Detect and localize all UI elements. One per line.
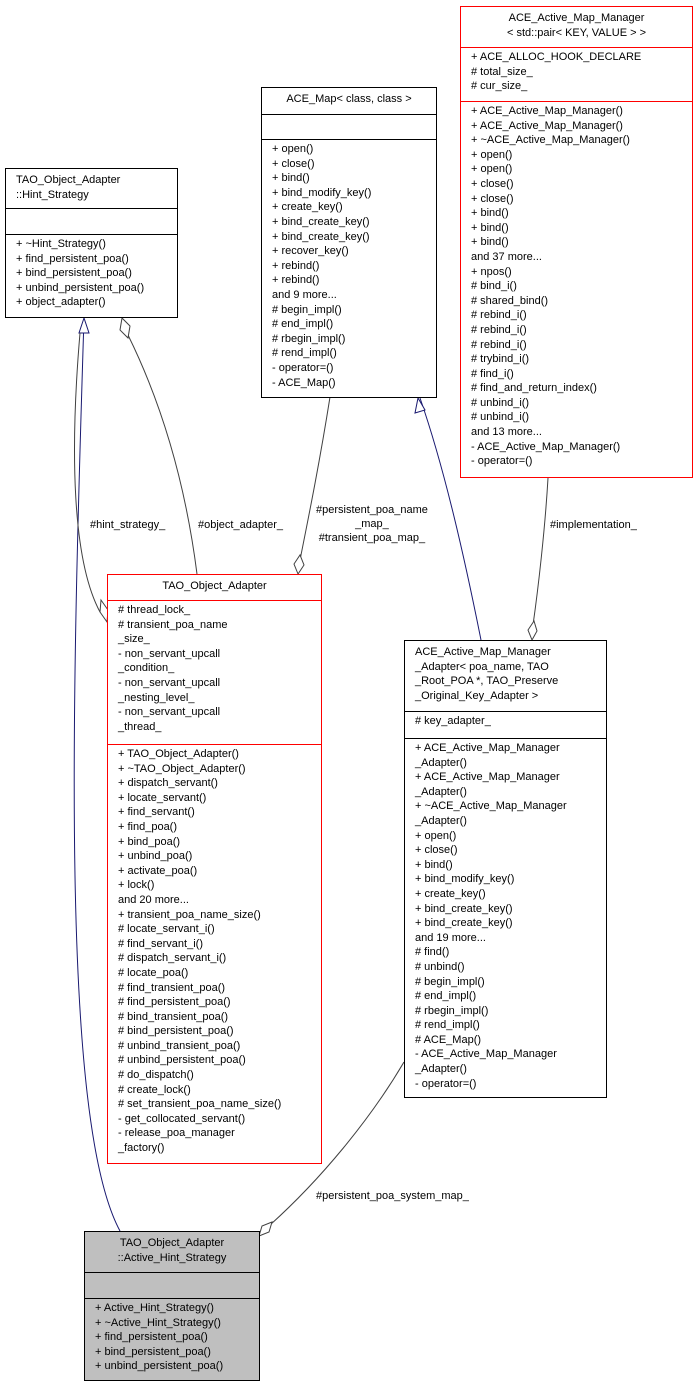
class-map-manager-adapter[interactable]: ACE_Active_Map_Manager _Adapter< poa_nam… — [404, 640, 607, 1098]
usage-edge-hint-strategy — [74, 332, 101, 613]
edge-label-object-adapter: #object_adapter_ — [198, 519, 284, 531]
class-attributes — [6, 208, 177, 234]
class-attributes: + ACE_ALLOC_HOOK_DECLARE # total_size_ #… — [461, 47, 692, 101]
class-ace-map[interactable]: ACE_Map< class, class > + open() + close… — [261, 87, 437, 398]
usage-edge-implementation — [532, 477, 549, 626]
class-attributes: # thread_lock_ # transient_poa_name _siz… — [108, 600, 321, 744]
class-title: ACE_Map< class, class > — [286, 93, 412, 105]
class-methods: + Active_Hint_Strategy() + ~Active_Hint_… — [85, 1298, 259, 1374]
diamond-implementation — [527, 619, 538, 642]
class-attributes: # key_adapter_ — [405, 711, 606, 738]
class-hint-strategy[interactable]: TAO_Object_Adapter ::Hint_Strategy + ~Hi… — [5, 168, 178, 318]
class-title: ACE_Active_Map_Manager _Adapter< poa_nam… — [415, 646, 559, 702]
usage-edge-poa-maps — [299, 396, 331, 561]
class-title: TAO_Object_Adapter ::Hint_Strategy — [16, 174, 121, 201]
diamond-poa-maps — [293, 553, 305, 576]
class-object-adapter[interactable]: TAO_Object_Adapter # thread_lock_ # tran… — [107, 574, 322, 1164]
inheritance-arrow-ace-map — [414, 396, 426, 414]
class-title: TAO_Object_Adapter — [162, 580, 267, 592]
edge-label-hint-strategy: #hint_strategy_ — [90, 519, 166, 531]
class-methods: + open() + close() + bind() + bind_modif… — [262, 139, 436, 390]
class-active-map-manager[interactable]: ACE_Active_Map_Manager < std::pair< KEY,… — [460, 6, 693, 478]
class-methods: + ACE_Active_Map_Manager() + ACE_Active_… — [461, 101, 692, 469]
inheritance-edge-ace-map — [419, 397, 482, 641]
class-title: ACE_Active_Map_Manager < std::pair< KEY,… — [506, 12, 646, 39]
usage-edge-object-adapter — [127, 334, 198, 575]
class-active-hint-strategy[interactable]: TAO_Object_Adapter ::Active_Hint_Strateg… — [84, 1231, 260, 1381]
class-methods: + TAO_Object_Adapter() + ~TAO_Object_Ada… — [108, 744, 321, 1156]
diamond-object-adapter — [119, 316, 131, 340]
class-attributes — [85, 1272, 259, 1298]
edge-label-system-map: #persistent_poa_system_map_ — [316, 1190, 469, 1202]
inheritance-edge-hint-strategy — [73, 317, 121, 1232]
inheritance-arrow-hint-strategy — [78, 316, 90, 334]
class-methods: + ACE_Active_Map_Manager _Adapter() + AC… — [405, 738, 606, 1091]
edge-label-implementation: #implementation_ — [550, 519, 637, 531]
usage-edge-system-map — [269, 1061, 405, 1226]
edge-label-poa-maps: #persistent_poa_name _map_ #transient_po… — [316, 504, 428, 544]
class-title: TAO_Object_Adapter ::Active_Hint_Strateg… — [117, 1237, 227, 1264]
class-attributes — [262, 114, 436, 139]
diamond-system-map — [258, 1221, 273, 1237]
class-methods: + ~Hint_Strategy() + find_persistent_poa… — [6, 234, 177, 310]
